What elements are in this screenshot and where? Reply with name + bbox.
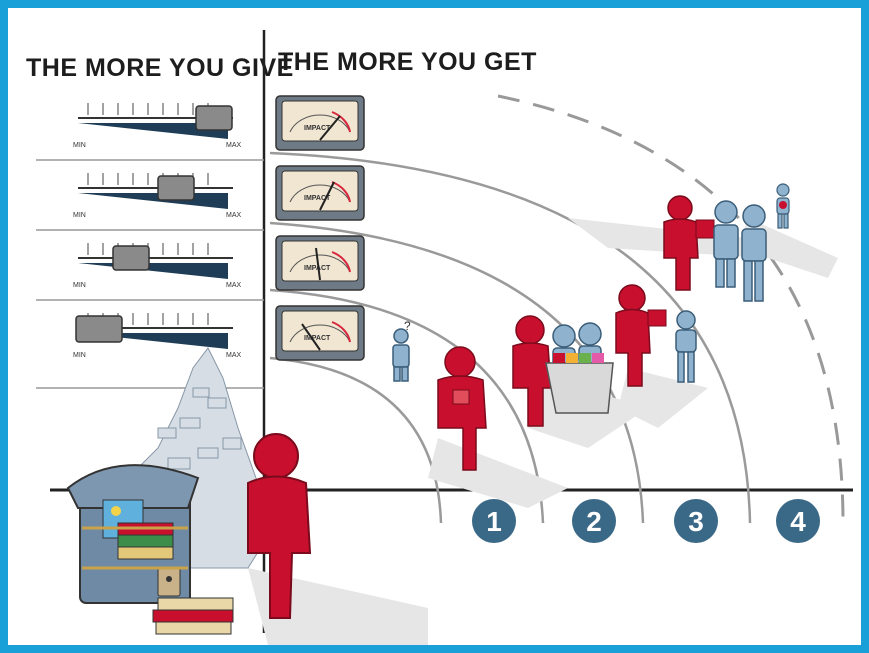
slider-knob-icon <box>196 106 232 130</box>
blue-child-step-3 <box>676 311 696 382</box>
svg-text:MAX: MAX <box>226 352 242 359</box>
svg-text:3: 3 <box>688 506 704 537</box>
impact-meter-icon: IMPACT <box>276 236 364 290</box>
dashed-arc <box>498 96 843 523</box>
step-badge-2: 2 <box>572 499 616 543</box>
svg-text:MIN: MIN <box>73 212 86 219</box>
illustration-frame: THE MORE YOU GIVE THE MORE YOU GET <box>8 8 861 645</box>
impact-meter-icon: IMPACT <box>276 306 364 360</box>
blue-figure-questioning <box>393 329 409 381</box>
svg-text:MIN: MIN <box>73 352 86 359</box>
step-badge-4: 4 <box>776 499 820 543</box>
gift-box-icon <box>648 310 666 326</box>
slider-knob-icon <box>76 316 122 342</box>
slider-4: MIN MAX <box>73 313 242 359</box>
step-badge-1: 1 <box>472 499 516 543</box>
table <box>546 363 613 413</box>
svg-text:MIN: MIN <box>73 142 86 149</box>
impact-meter-icon: IMPACT <box>276 166 364 220</box>
svg-text:2: 2 <box>586 506 602 537</box>
illustration-canvas: MIN MAX MIN MAX MIN MAX <box>8 8 861 645</box>
svg-text:MIN: MIN <box>73 282 86 289</box>
svg-text:1: 1 <box>486 506 502 537</box>
slider-knob-icon <box>158 176 194 200</box>
slider-3: MIN MAX <box>73 243 242 289</box>
red-figure-step-4 <box>664 196 698 290</box>
svg-text:IMPACT: IMPACT <box>304 335 331 342</box>
svg-text:MAX: MAX <box>226 282 242 289</box>
svg-text:MAX: MAX <box>226 212 242 219</box>
slider-1: MIN MAX <box>73 103 242 149</box>
gift-box-icon <box>453 390 469 404</box>
slider-knob-icon <box>113 246 149 270</box>
step-badge-3: 3 <box>674 499 718 543</box>
slider-2: MIN MAX <box>73 173 242 219</box>
gift-box-icon <box>696 220 714 238</box>
impact-meter-icon: IMPACT <box>276 96 364 150</box>
svg-text:MAX: MAX <box>226 142 242 149</box>
svg-text:4: 4 <box>790 506 806 537</box>
question-mark-icon: ? <box>404 319 411 333</box>
red-figure-step-3 <box>616 285 650 386</box>
